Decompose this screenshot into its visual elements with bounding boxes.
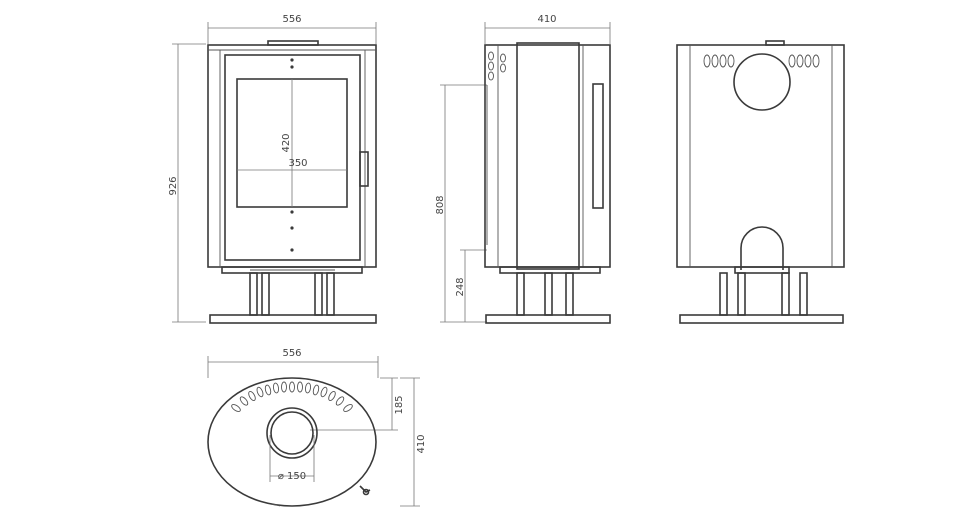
front-width-dimension: 556	[207, 14, 377, 44]
top-depth-dimension: 410	[400, 377, 427, 507]
side-body	[484, 44, 611, 268]
top-depth-label: 410	[416, 434, 427, 453]
front-width-label: 556	[282, 14, 301, 25]
flue-collar-outer	[266, 407, 318, 459]
flue-offset-dimension: 185	[310, 377, 405, 431]
front-height-label: 926	[168, 176, 179, 195]
back-base-plate	[679, 314, 844, 324]
pedestal-height-dimension: 248	[455, 249, 487, 322]
top-width-dimension: 556	[207, 348, 379, 378]
flue-offset-label: 185	[394, 395, 405, 414]
side-vents	[488, 51, 506, 81]
front-leg-left	[249, 272, 258, 316]
flue-diameter-label: ⌀ 150	[278, 471, 306, 482]
front-leg-right	[326, 272, 335, 316]
flue-outlet	[733, 53, 791, 111]
back-view	[676, 40, 845, 324]
top-view: 556 185 410	[207, 348, 427, 507]
flue-collar-inner	[270, 411, 314, 455]
side-depth-dimension: 410	[484, 14, 611, 44]
back-vents	[703, 54, 820, 68]
top-vents	[231, 381, 353, 412]
side-handle	[592, 83, 604, 209]
outlet-height-dimension: 808	[435, 84, 487, 323]
side-view: 410 808 248	[435, 14, 611, 324]
back-body	[676, 44, 845, 268]
glass-width-label: 350	[288, 158, 307, 169]
side-depth-label: 410	[537, 14, 556, 25]
air-inlet	[740, 226, 784, 270]
front-base-plate	[209, 314, 377, 324]
glass-height-dimension: 420	[281, 79, 293, 207]
top-width-label: 556	[282, 348, 301, 359]
side-door-frame	[516, 42, 580, 270]
side-base-plate	[485, 314, 611, 324]
pedestal-height-label: 248	[455, 277, 466, 296]
front-view: 556 926 420	[168, 14, 377, 324]
glass-width-dimension: 350	[237, 158, 347, 171]
front-leg-right-inner	[314, 272, 323, 316]
front-height-dimension: 926	[168, 43, 206, 323]
glass-height-label: 420	[281, 133, 292, 152]
top-body-outline	[207, 377, 377, 507]
door-handle	[359, 151, 369, 187]
outlet-height-label: 808	[435, 195, 446, 214]
front-leg-left-inner	[261, 272, 270, 316]
